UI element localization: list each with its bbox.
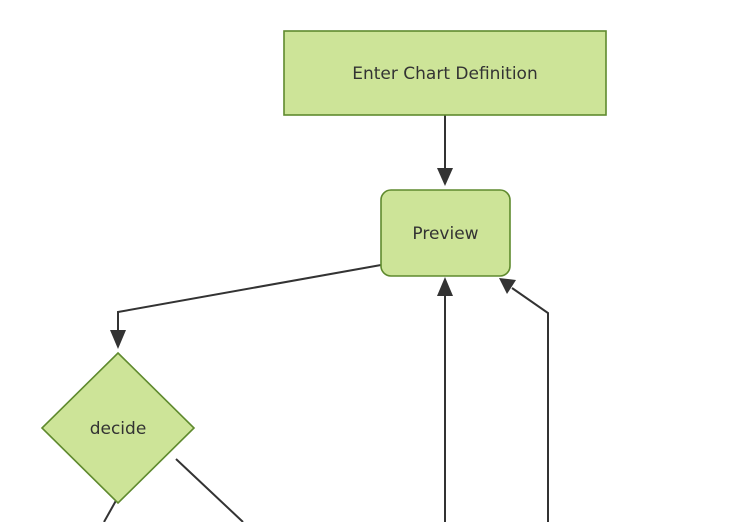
node-decide-label: decide xyxy=(90,419,147,439)
node-preview-label: Preview xyxy=(412,224,478,244)
node-decide-shape[interactable] xyxy=(40,351,196,505)
node-enter-chart-definition-shape[interactable] xyxy=(283,30,607,116)
edge-layer xyxy=(103,115,549,522)
node-enter-chart-definition[interactable]: Enter Chart Definition xyxy=(283,30,607,116)
node-decide[interactable]: decide xyxy=(40,351,196,505)
node-preview[interactable]: Preview xyxy=(380,189,511,277)
edge-decide-right-out-line xyxy=(175,458,244,522)
edge-bottom-right-to-preview-arrowhead xyxy=(499,278,516,294)
edge-bottom-right-to-preview-line xyxy=(511,287,549,522)
edge-preview-to-decide xyxy=(110,264,382,349)
edge-decide-right-out xyxy=(175,458,244,522)
edge-enter-to-preview xyxy=(437,115,453,186)
edge-bottom-right-to-preview xyxy=(499,278,549,522)
edge-preview-to-decide-arrowhead xyxy=(110,330,126,349)
node-preview-shape[interactable] xyxy=(380,189,511,277)
edge-preview-to-decide-line xyxy=(117,264,382,336)
edge-bottom-center-to-preview-arrowhead xyxy=(437,277,453,296)
edge-enter-to-preview-arrowhead xyxy=(437,168,453,186)
node-layer: Enter Chart Definition Preview decide xyxy=(40,30,607,505)
node-enter-chart-definition-label: Enter Chart Definition xyxy=(352,64,537,84)
edge-bottom-center-to-preview xyxy=(437,277,453,522)
